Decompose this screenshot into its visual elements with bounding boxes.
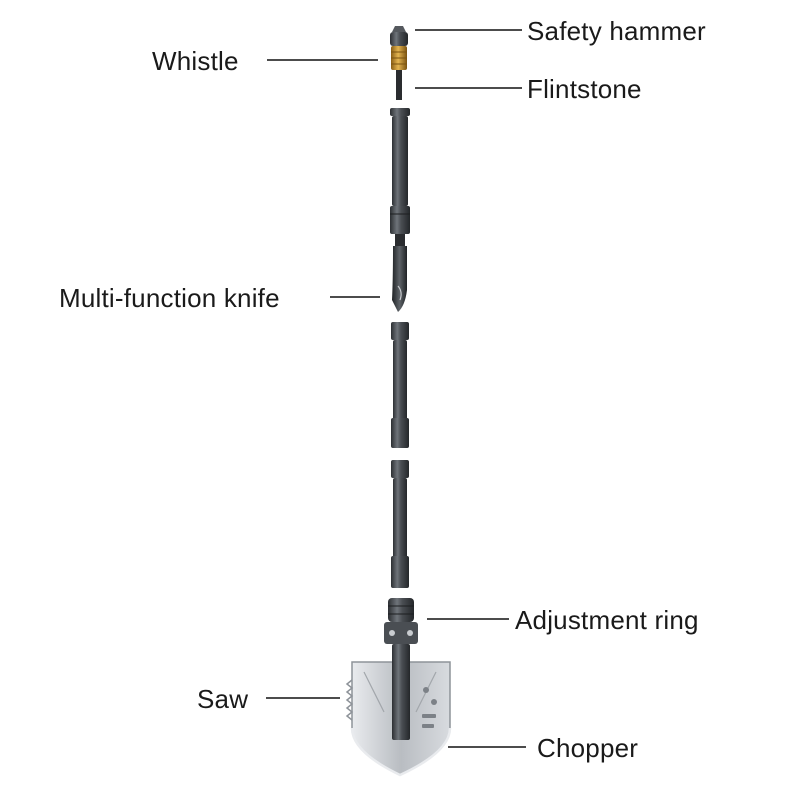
label-chopper: Chopper xyxy=(537,733,639,763)
label-adjustment-ring: Adjustment ring xyxy=(515,605,699,635)
saw-edge xyxy=(345,679,354,721)
chopper-edge xyxy=(350,727,452,777)
adjustment-ring-part xyxy=(384,598,418,644)
whistle-part xyxy=(391,46,407,70)
label-safety-hammer: Safety hammer xyxy=(527,16,706,46)
label-multi-function-knife: Multi-function knife xyxy=(59,283,280,313)
handle-section-1 xyxy=(390,108,410,234)
leader-lines xyxy=(266,29,526,748)
label-whistle: Whistle xyxy=(152,46,239,76)
extension-pole-1 xyxy=(391,322,409,448)
extension-pole-2 xyxy=(391,460,409,588)
label-saw: Saw xyxy=(197,684,249,714)
safety-hammer-part xyxy=(390,26,408,46)
label-flintstone: Flintstone xyxy=(527,74,642,104)
flintstone-part xyxy=(396,70,402,100)
multi-function-knife-part xyxy=(392,234,407,312)
